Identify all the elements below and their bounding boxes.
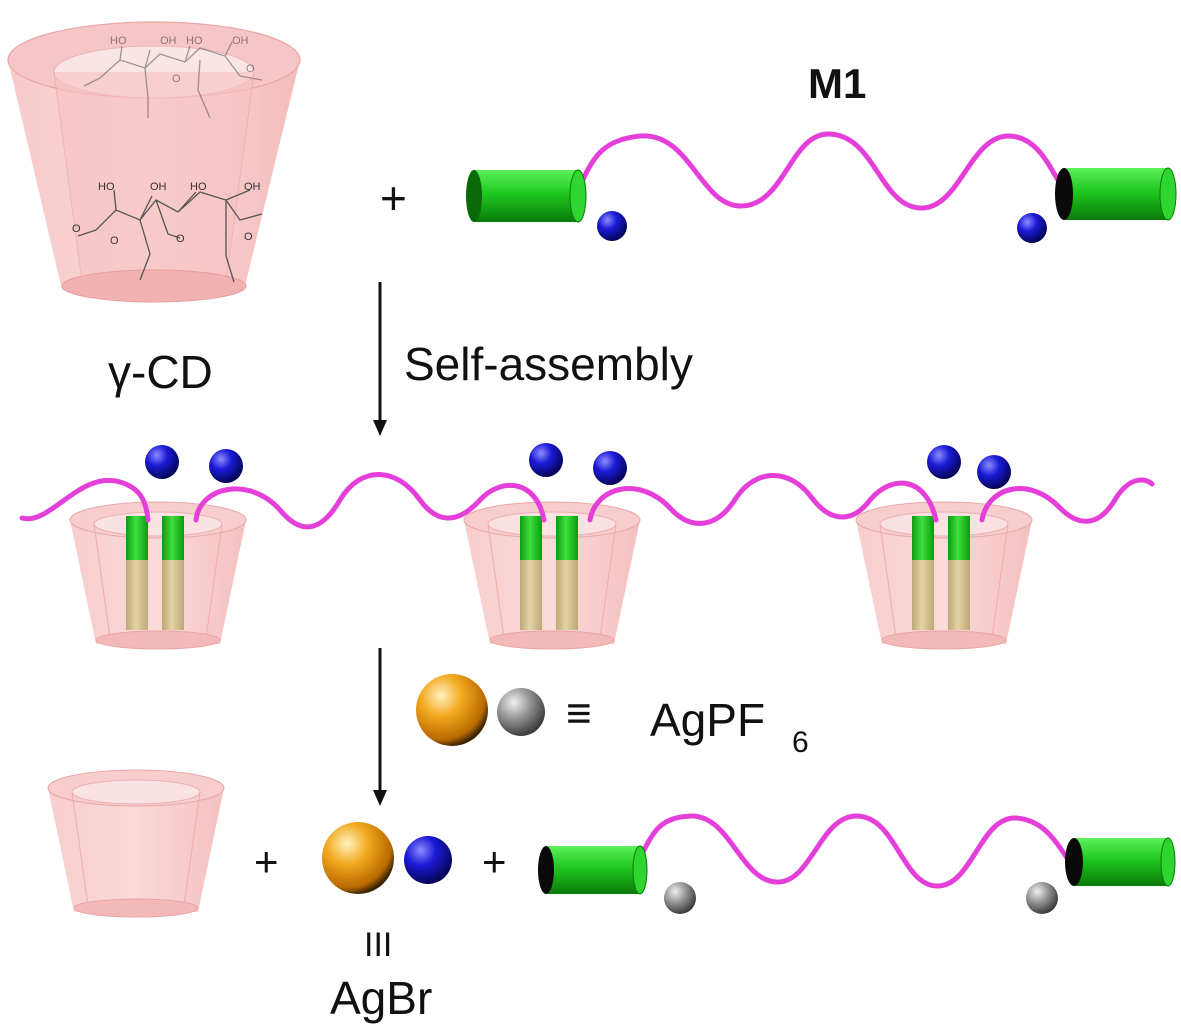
pf6-ion-left <box>664 882 696 914</box>
stopper-right-bottom <box>1065 837 1176 887</box>
glucose-structure-upper: HO OH HO OH O O <box>83 35 263 119</box>
bromide-ion-chain-2a <box>529 443 563 477</box>
pseudorotaxane-chain <box>19 443 1155 649</box>
free-gamma-cd <box>47 769 225 918</box>
chem-oh-lower-2: OH <box>244 181 261 193</box>
m1-molecule <box>466 131 1177 243</box>
gamma-cd-cone <box>7 21 301 303</box>
m1-wire <box>575 131 1065 211</box>
chem-o-lower-1: O <box>110 235 119 247</box>
stopper-left-bottom <box>538 845 648 895</box>
chem-o-upper-1: O <box>172 73 181 85</box>
gamma-cd-label: γ-CD <box>108 346 213 398</box>
bromide-ion-chain-1b <box>209 449 243 483</box>
plus-sign-1: + <box>380 172 407 224</box>
silver-ion-product <box>322 822 394 894</box>
pf6-ion-right <box>1026 882 1058 914</box>
agpf6-subscript: 6 <box>792 726 809 759</box>
product-wire <box>637 813 1073 889</box>
chem-ho-upper-1: HO <box>110 35 127 47</box>
bromide-ion-product <box>404 836 452 884</box>
plus-sign-2: + <box>254 838 279 885</box>
bromide-ion-chain-1a <box>145 445 179 479</box>
chem-ho-lower-2: HO <box>190 181 207 193</box>
threaded-cd-3 <box>856 502 1032 649</box>
chem-oh-upper-2: OH <box>232 35 249 47</box>
arrow-agpf6 <box>373 648 387 806</box>
glucose-structure-lower: HO OH HO OH O O O O <box>72 181 263 283</box>
equivalence-sign: ≡ <box>566 689 592 738</box>
m1-label: M1 <box>808 60 866 107</box>
threaded-cd-2 <box>464 502 640 649</box>
threaded-cd-1 <box>70 502 246 649</box>
bromide-ion-chain-3a <box>927 445 961 479</box>
plus-sign-3: + <box>482 838 507 885</box>
bromide-ion-chain-2b <box>593 451 627 485</box>
stopper-left-top <box>466 169 587 223</box>
agpf6-legend: ≡ AgPF 6 <box>416 674 809 759</box>
chem-ho-upper-2: HO <box>186 35 203 47</box>
bromide-ion-left-top <box>597 211 627 241</box>
m1-pf6-molecule <box>538 813 1176 914</box>
chain-wire <box>19 472 1155 530</box>
chem-o-lower-2: O <box>176 233 185 245</box>
self-assembly-label: Self-assembly <box>404 338 693 390</box>
agbr-label: AgBr <box>330 972 432 1024</box>
chem-o-upper-2: O <box>246 63 255 75</box>
chem-o-lower-3: O <box>244 231 253 243</box>
chem-o-lower-4: O <box>72 223 81 235</box>
silver-ion-legend <box>416 674 488 746</box>
stopper-right-top <box>1055 167 1177 221</box>
arrow-self-assembly <box>373 282 387 436</box>
triple-bar-symbol: III <box>364 926 392 964</box>
chem-oh-upper-1: OH <box>160 35 177 47</box>
bromide-ion-right-top <box>1017 213 1047 243</box>
chem-oh-lower-1: OH <box>150 181 167 193</box>
agpf6-label: AgPF <box>650 694 765 746</box>
chem-ho-lower-1: HO <box>98 181 115 193</box>
bromide-ion-chain-3b <box>977 455 1011 489</box>
pf6-ion-legend <box>497 688 545 736</box>
